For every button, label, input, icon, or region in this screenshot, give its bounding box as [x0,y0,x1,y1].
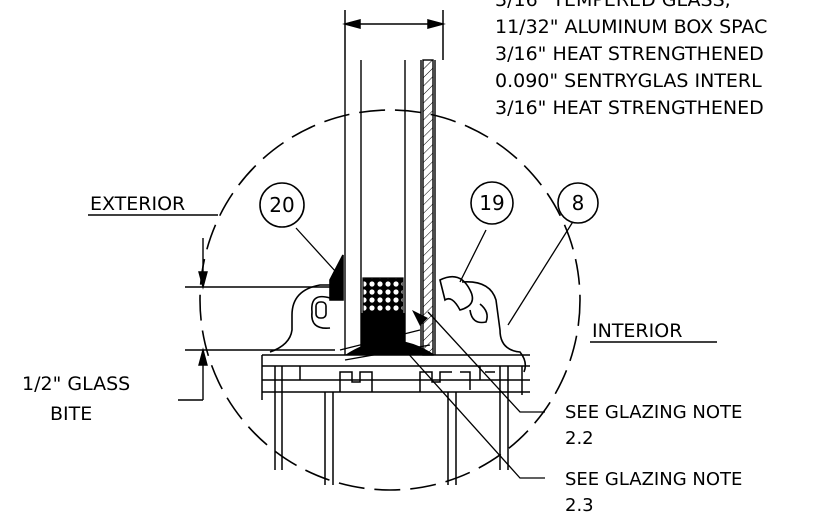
spec-line-3: 3/16" HEAT STRENGTHENED [495,43,764,65]
callout-20-bubble [259,182,305,228]
glass-bite-dimension [178,238,335,401]
note-2-line-1: SEE GLAZING NOTE [565,469,742,490]
spec-line-2: 11/32" ALUMINUM BOX SPAC [495,16,767,38]
glass-bite-label-1: 1/2" GLASS [22,373,130,395]
spec-line-4: 0.090" SENTRYGLAS INTERL [495,70,762,92]
callout-19-bubble [470,181,514,225]
callout-19: 19 [479,191,504,215]
note-arrow [412,310,428,326]
callout-20: 20 [269,193,294,217]
exterior-label: EXTERIOR [90,193,185,215]
note-1-line-2: 2.2 [565,428,594,449]
callout-8-bubble [557,182,599,224]
frame-extrusion [261,354,530,485]
interior-gasket [439,275,527,373]
spec-line-1: 3/16" TEMPERED GLASS, [495,0,731,11]
leader-lines [295,219,575,479]
top-dimension [342,10,446,60]
spec-line-5: 3/16" HEAT STRENGTHENED [495,97,764,119]
detail-circle [199,109,581,491]
glass-bite-label-2: BITE [50,403,92,425]
glass-lites [344,59,436,356]
callout-8: 8 [572,191,585,215]
exterior-gasket [269,254,344,353]
note-2-line-2: 2.3 [565,495,594,516]
note-1-line-1: SEE GLAZING NOTE [565,402,742,423]
box-spacer [362,277,404,314]
interior-label: INTERIOR [592,320,682,342]
